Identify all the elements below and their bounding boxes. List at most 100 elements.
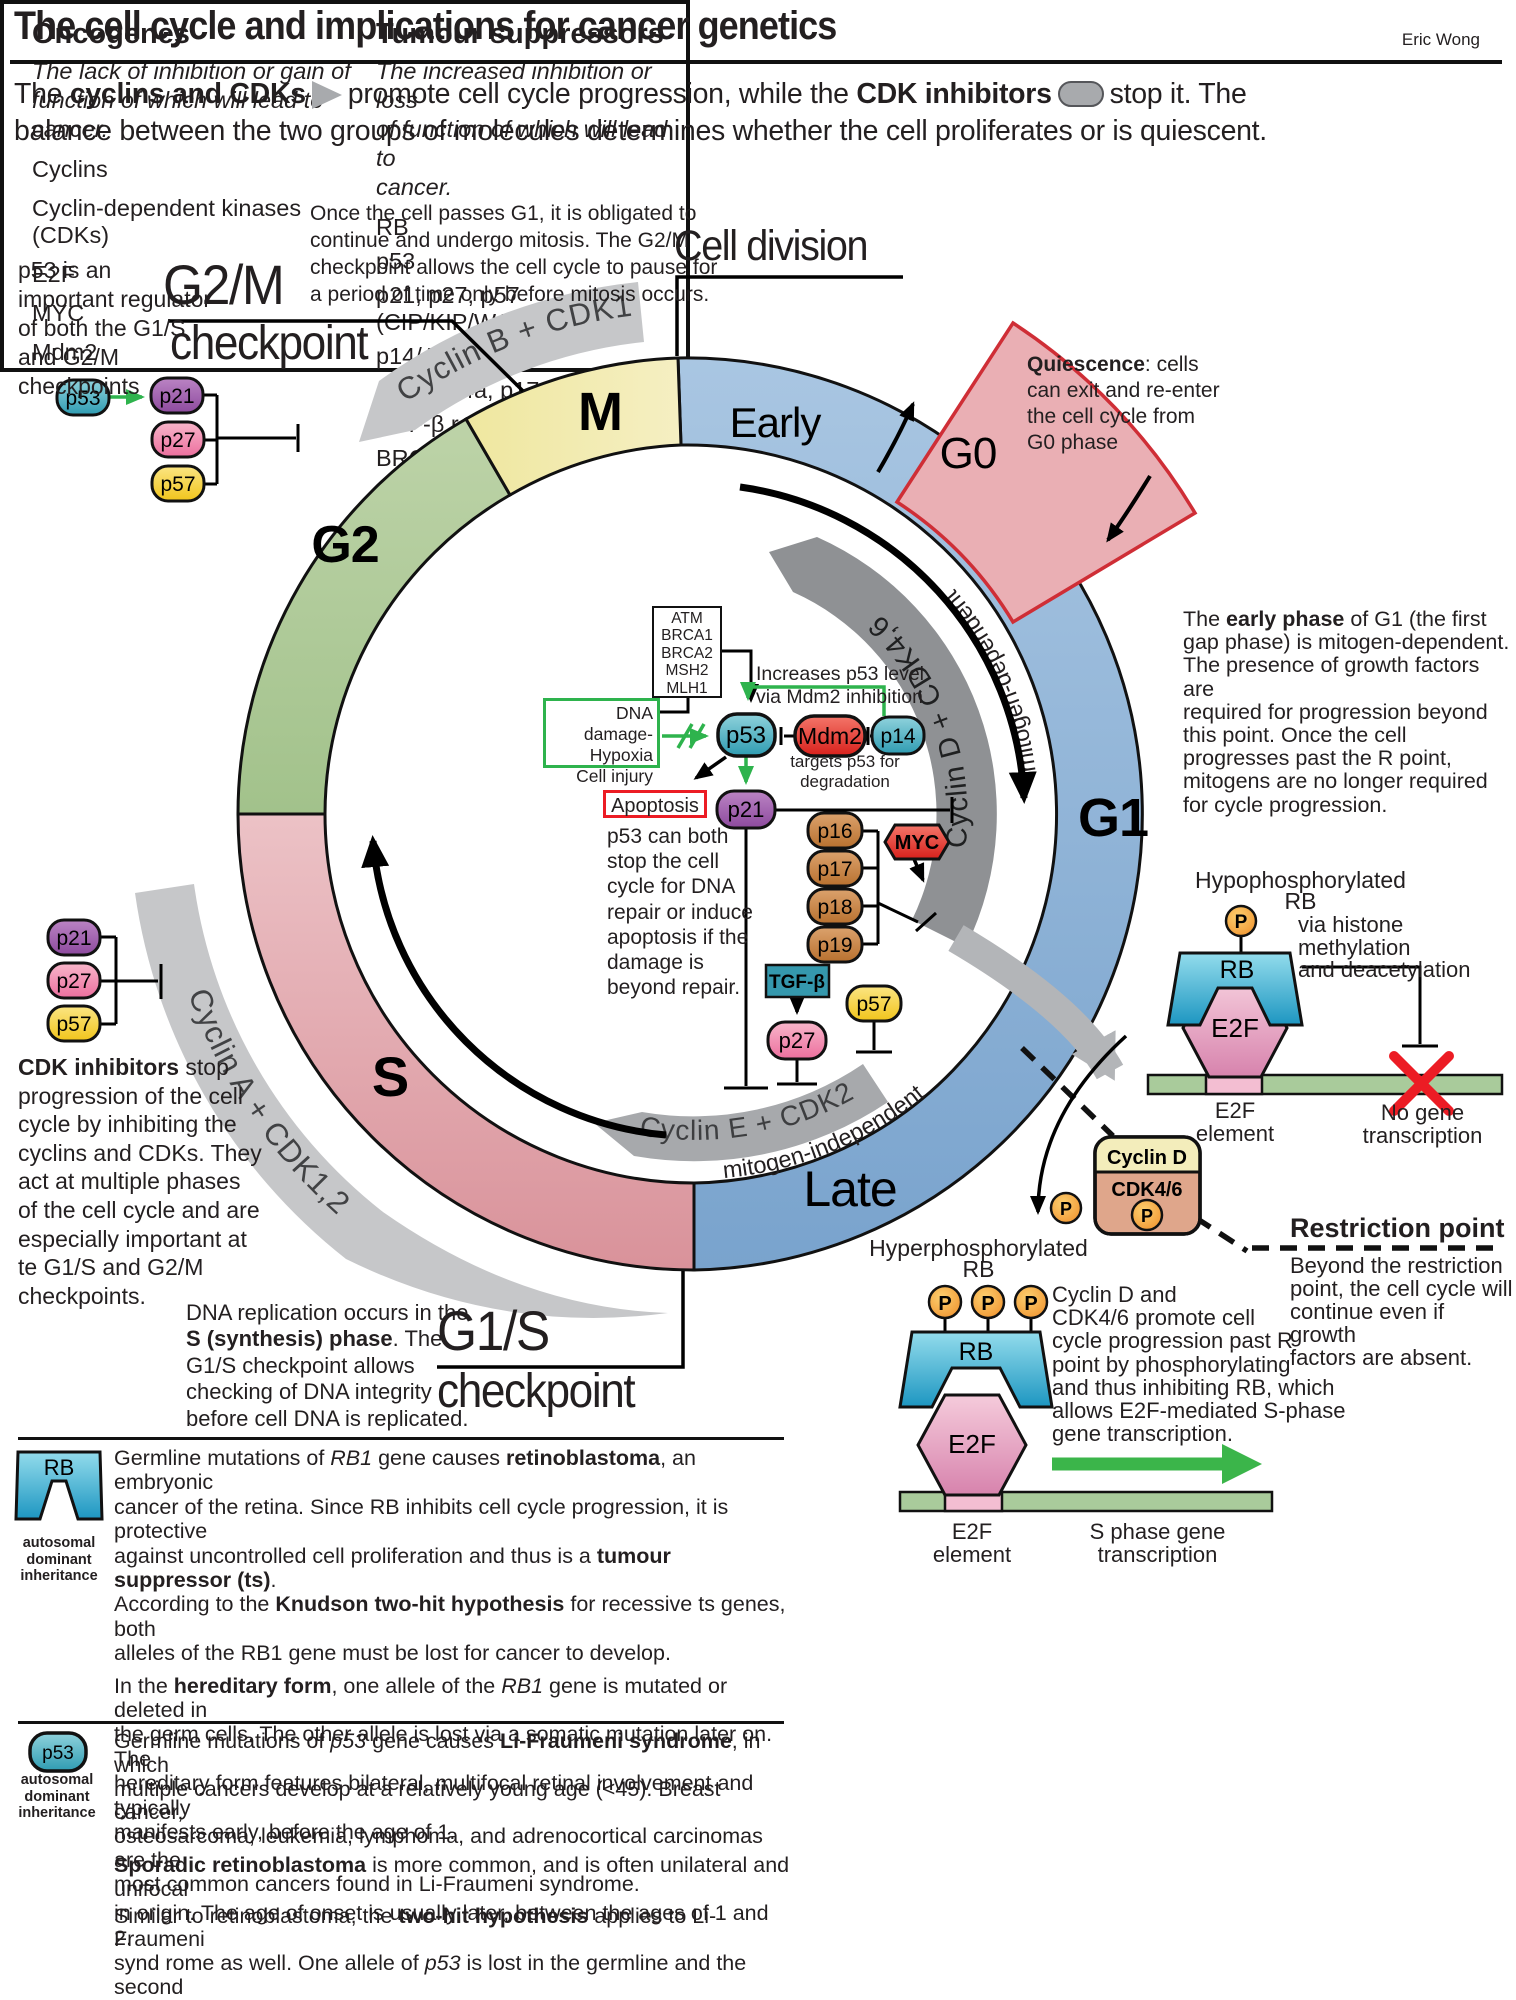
rb-paragraph: Sporadic retinoblastoma is more common, … — [114, 1852, 790, 1950]
author-credit: Eric Wong — [1401, 30, 1480, 49]
pill-p57: p57 — [150, 464, 206, 503]
svg-text:E2F: E2F — [948, 1429, 996, 1459]
svg-text:p27: p27 — [779, 1028, 816, 1053]
svg-text:p17: p17 — [817, 858, 852, 881]
phase-g1-label: G1 — [1078, 788, 1148, 848]
oncogenes-column: Oncogenes The lack of inhibition or gain… — [32, 18, 376, 368]
g1s-checkpoint-subtitle: checkpoint — [437, 1365, 636, 1418]
restriction-point-dashed-line — [1020, 1046, 1494, 1254]
section-divider — [18, 1721, 784, 1724]
phosphate-icon — [1224, 904, 1258, 938]
svg-text:p14: p14 — [880, 725, 915, 748]
title-rule — [10, 60, 1502, 64]
pill-p21: p21 — [46, 918, 102, 957]
g1s-checkpoint-title: G1/S — [437, 1299, 550, 1362]
svg-text:CDK4/6: CDK4/6 — [1111, 1179, 1182, 1201]
cycle-direction-arrows — [361, 483, 1037, 1139]
svg-text:p21: p21 — [728, 797, 765, 822]
pill-p27: p27 — [150, 420, 206, 459]
cyclin-d-to-box-gray-arrow — [948, 925, 1124, 1081]
phase-late-label: Late — [803, 1161, 896, 1217]
svg-text:RB: RB — [959, 1338, 994, 1366]
pill-mdm2: Mdm2 — [793, 714, 867, 758]
g2m-checkpoint-note: Once the cell passes G1, it is obligated… — [310, 202, 718, 306]
phase-m-label: M — [578, 382, 622, 442]
connectors — [100, 275, 1438, 1369]
p53-paragraph: Similar to retinoblastoma, the two-hit h… — [114, 1903, 747, 2000]
phase-g2-label: G2 — [311, 516, 378, 574]
pill-p21-center: p21 — [715, 789, 777, 830]
pill-p19: p19 — [806, 925, 864, 964]
ring-segment-m-yellow — [463, 356, 683, 498]
g0-wedge — [876, 320, 1198, 625]
svg-text:MYC: MYC — [895, 832, 939, 854]
p53-inheritance-icon: p53 — [28, 1731, 88, 1773]
p53-paragraph: Germline mutations of p53 gene causes Li… — [114, 1729, 763, 1896]
promote-arrow-icon — [311, 81, 342, 109]
svg-text:P: P — [1060, 1199, 1072, 1219]
svg-text:Mdm2: Mdm2 — [798, 723, 862, 749]
apoptosis-box: Apoptosis — [603, 790, 707, 818]
rb-section-text: Germline mutations of RB1 gene causes re… — [114, 1446, 790, 1958]
section-divider — [18, 1437, 784, 1440]
svg-text:p18: p18 — [817, 896, 852, 919]
pill-p57-center: p57 — [845, 984, 903, 1023]
page-title: The cell cycle and implications for canc… — [14, 4, 837, 48]
svg-text:p16: p16 — [817, 820, 852, 843]
phosphate-icon — [1049, 1191, 1083, 1225]
svg-text:Cyclin D: Cyclin D — [1107, 1147, 1187, 1169]
svg-text:p21: p21 — [56, 927, 91, 950]
rb-shape — [898, 1330, 1054, 1409]
oncogenes-title: Oncogenes — [32, 18, 190, 50]
restriction-point-title: Restriction point — [1290, 1213, 1505, 1243]
svg-text:p53: p53 — [42, 1743, 74, 1764]
molecule-pills: p53 p21 p27 p57 p21 p27 p57 p53 Mdm2 p14… — [46, 376, 951, 1061]
svg-text:p57: p57 — [160, 473, 195, 496]
cell-division-label: Cell division — [674, 222, 869, 270]
svg-text:p53: p53 — [65, 387, 100, 410]
svg-text:TGF-β: TGF-β — [769, 972, 825, 993]
pill-p27-center: p27 — [766, 1020, 828, 1061]
svg-text:RB: RB — [1220, 956, 1255, 984]
ring-segment-g2-green — [236, 416, 513, 816]
pill-p27: p27 — [46, 961, 102, 1000]
g2m-checkpoint-subtitle: checkpoint — [170, 317, 369, 370]
e2f-hexagon — [916, 1393, 1028, 1497]
phase-s-label: S — [372, 1045, 408, 1108]
hyperphosphorylated-rb-figure: P P P RB E2F — [898, 1284, 1274, 1513]
p53-section-text: Germline mutations of p53 gene causes Li… — [114, 1729, 790, 2000]
phase-labels: M Early G0 G1 Late S G2 — [311, 382, 1149, 1217]
phosphate-icons: P P P — [927, 1284, 1049, 1320]
svg-text:p27: p27 — [56, 970, 91, 993]
phase-g0-label: G0 — [940, 429, 997, 478]
pill-p16: p16 — [806, 811, 864, 850]
svg-text:p21: p21 — [159, 385, 194, 408]
myc-hexagon: MYC — [883, 823, 951, 861]
green-activation-arrows — [109, 389, 886, 785]
svg-text:P: P — [1024, 1293, 1037, 1315]
svg-text:P: P — [938, 1293, 951, 1315]
pill-p21: p21 — [149, 376, 205, 415]
svg-text:p53: p53 — [726, 722, 766, 749]
svg-text:E2F: E2F — [1211, 1013, 1259, 1043]
no-transcription-x-icon — [1389, 1051, 1454, 1116]
